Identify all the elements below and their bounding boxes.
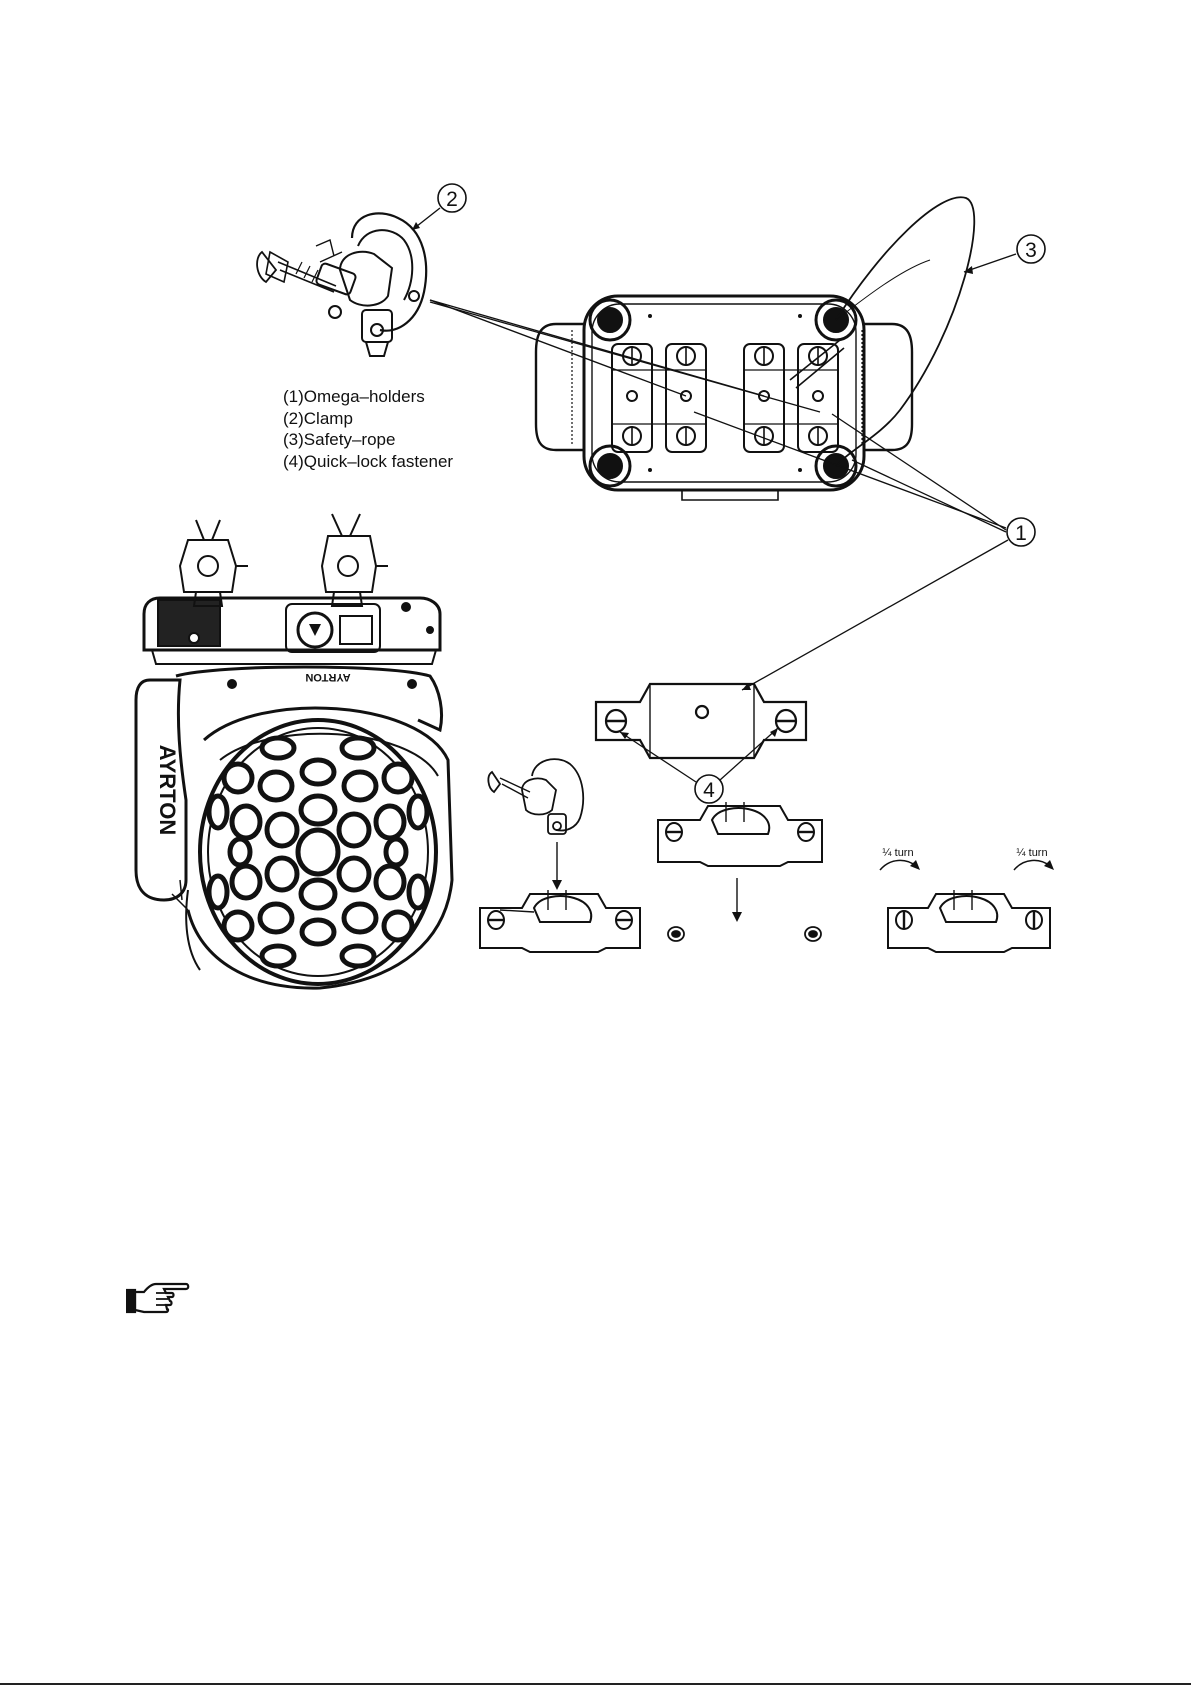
holder-with-clamp-left	[480, 890, 640, 952]
pointing-hand-icon	[126, 1281, 190, 1320]
holder-with-clamp-middle	[658, 802, 822, 922]
legend-item-quick-lock-fastener: (4)Quick–lock fastener	[283, 451, 453, 473]
fixture-brand-side: AYRTON	[155, 745, 180, 835]
legend-item-safety-rope: (3)Safety–rope	[283, 429, 453, 451]
safety-rope	[790, 197, 974, 466]
callout-2: 2	[412, 184, 466, 230]
callout-2-label: 2	[446, 188, 458, 211]
legend-item-omega-holders: (1)Omega–holders	[283, 386, 453, 408]
receptacle-pins	[668, 927, 821, 941]
omega-holder-detail	[596, 684, 806, 758]
legend-item-clamp: (2)Clamp	[283, 408, 453, 430]
holder-with-clamp-right: ¼ turn ¼ turn	[880, 847, 1054, 952]
callout-3: 3	[964, 235, 1045, 274]
clamp-leader-lines	[430, 300, 820, 412]
small-clamp-illustration	[488, 759, 583, 890]
quarter-turn-label-right: ¼ turn	[1016, 847, 1047, 859]
fixture-base-top-view	[536, 296, 912, 500]
callout-1-label: 1	[1015, 522, 1027, 545]
fixture-front-view: AYRTON AYRTON	[136, 514, 452, 988]
callout-3-label: 3	[1025, 239, 1037, 262]
callout-4-label: 4	[703, 779, 715, 802]
quarter-turn-label-left: ¼ turn	[882, 847, 913, 859]
legend: (1)Omega–holders (2)Clamp (3)Safety–rope…	[283, 386, 453, 472]
clamp-illustration	[257, 213, 426, 356]
fixture-brand-top: AYRTON	[305, 671, 350, 683]
